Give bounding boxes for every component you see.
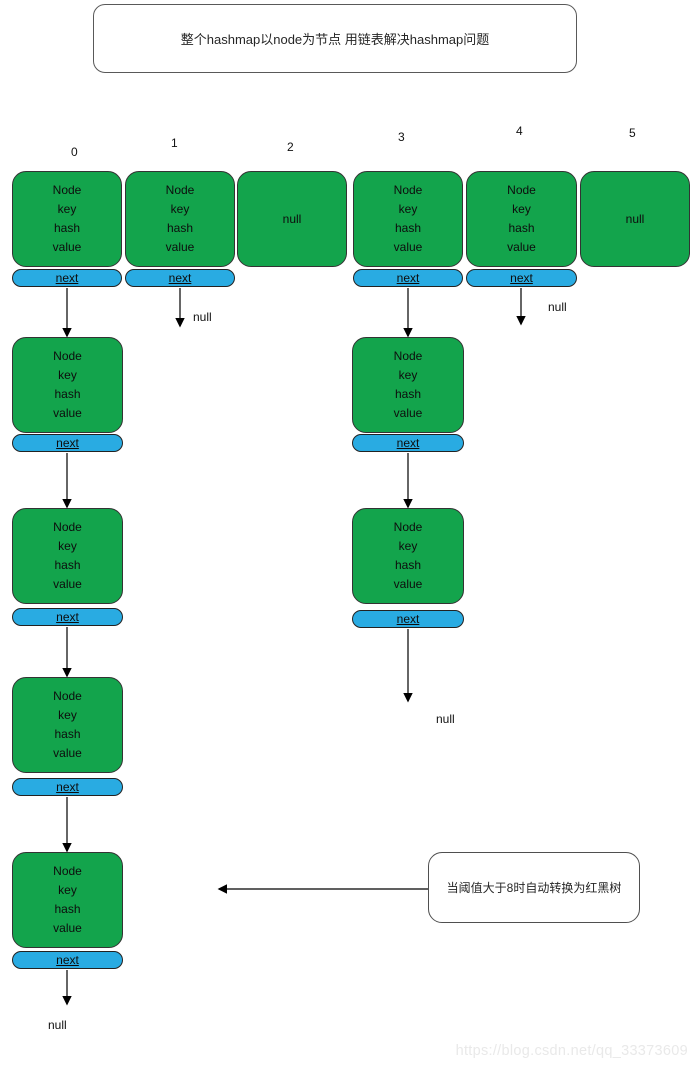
node-line: Node [53,864,82,878]
bucket-5-null-node: null [580,171,690,267]
node-line: value [393,406,423,420]
node-line: value [165,240,195,254]
watermark: https://blog.csdn.net/qq_33373609 [455,1043,688,1059]
node-line: value [53,577,82,591]
bucket-index-5: 5 [629,126,636,140]
chain0-next-pill-2: next [12,434,123,452]
null-label: null [625,211,645,226]
node-line: key [58,368,77,382]
node-line: hash [54,558,81,572]
chain3-node-2: Node key hash value [352,337,464,433]
node-line: value [53,746,82,760]
node-line: key [170,202,190,216]
null-label-bucket4: null [548,300,567,314]
diagram-title: 整个hashmap以node为节点 用链表解决hashmap问题 [180,32,490,47]
chain3-next-pill-2: next [352,434,464,452]
node-line: Node [53,689,82,703]
node-line: key [512,202,531,216]
node-line: hash [54,387,81,401]
null-label-chain0: null [48,1018,67,1032]
node-line: key [58,539,77,553]
next-label: next [55,271,79,285]
bucket-1-next-pill: next [125,269,235,287]
annotation-box: 当阈值大于8时自动转换为红黑树 [428,852,640,923]
chain0-next-pill-3: next [12,608,123,626]
next-label: next [396,612,420,626]
chain3-node-3: Node key hash value [352,508,464,604]
diagram-title-box: 整个hashmap以node为节点 用链表解决hashmap问题 [93,4,577,73]
null-label-chain3: null [436,712,455,726]
next-label: next [56,780,79,794]
bucket-0-node: Node key hash value [12,171,122,267]
bucket-3-node: Node key hash value [353,171,463,267]
node-line: value [53,406,82,420]
chain0-node-3: Node key hash value [12,508,123,604]
chain0-node-2: Node key hash value [12,337,123,433]
bucket-index-3: 3 [398,130,405,144]
bucket-index-1: 1 [171,136,178,150]
chain0-next-pill-5: next [12,951,123,969]
node-line: key [398,539,418,553]
next-label: next [56,953,79,967]
node-line: Node [53,349,82,363]
node-line: value [53,921,82,935]
bucket-1-node: Node key hash value [125,171,235,267]
node-line: Node [393,183,423,197]
node-line: hash [166,221,194,235]
next-label: next [56,610,79,624]
node-line: value [393,240,423,254]
next-label: next [396,436,420,450]
bucket-index-2: 2 [287,140,294,154]
bucket-4-node: Node key hash value [466,171,577,267]
null-label: null [282,211,302,226]
next-label: next [510,271,533,285]
chain0-next-pill-4: next [12,778,123,796]
node-line: key [58,883,77,897]
node-line: hash [54,727,81,741]
node-line: Node [53,520,82,534]
node-line: Node [52,183,82,197]
node-line: Node [165,183,195,197]
next-label: next [168,271,192,285]
node-line: hash [394,387,422,401]
node-line: value [393,577,423,591]
node-line: hash [54,902,81,916]
annotation-text: 当阈值大于8时自动转换为红黑树 [446,881,622,895]
node-line: hash [394,558,422,572]
node-line: Node [393,520,423,534]
bucket-3-next-pill: next [353,269,463,287]
next-label: next [396,271,420,285]
node-line: key [57,202,77,216]
next-label: next [56,436,79,450]
node-line: value [52,240,82,254]
node-line: Node [507,183,536,197]
bucket-0-next-pill: next [12,269,122,287]
chain0-node-4: Node key hash value [12,677,123,773]
null-label-bucket1: null [193,310,212,324]
node-line: Node [393,349,423,363]
node-line: value [507,240,536,254]
bucket-4-next-pill: next [466,269,577,287]
node-line: key [58,708,77,722]
node-line: hash [53,221,81,235]
chain0-node-5: Node key hash value [12,852,123,948]
bucket-index-0: 0 [71,145,78,159]
bucket-2-null-node: null [237,171,347,267]
node-line: hash [508,221,535,235]
bucket-index-4: 4 [516,124,523,138]
chain3-next-pill-3: next [352,610,464,628]
node-line: key [398,368,418,382]
node-line: hash [394,221,422,235]
node-line: key [398,202,418,216]
